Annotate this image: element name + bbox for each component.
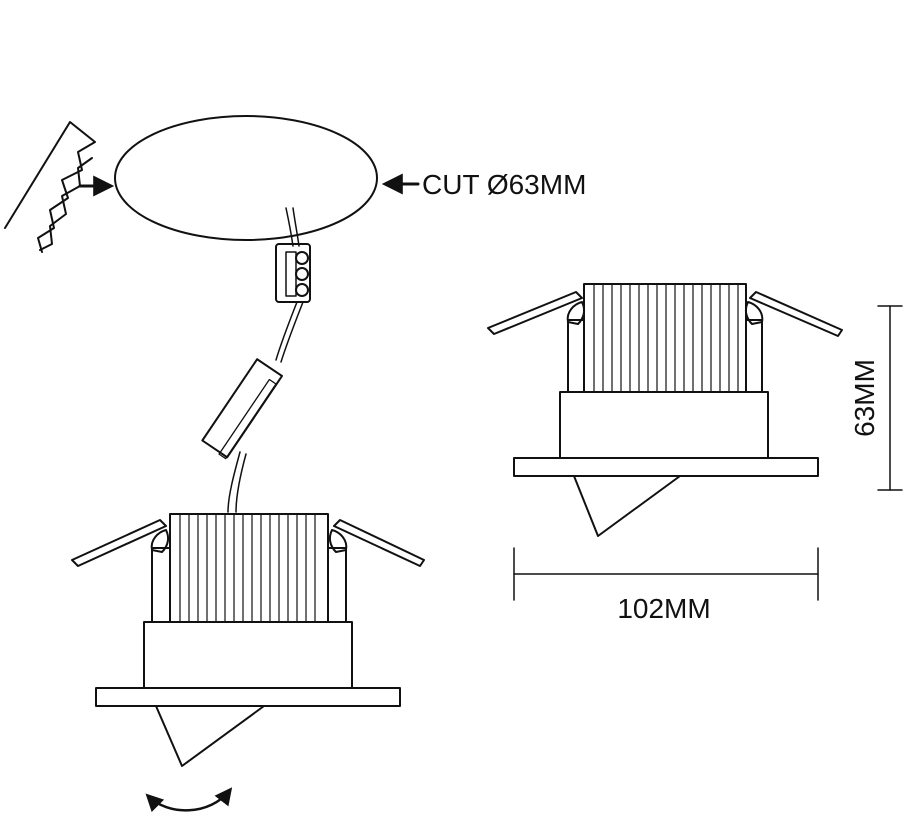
- height-dimension: [877, 305, 903, 491]
- width-dimension: [513, 547, 819, 601]
- wiring: [227, 207, 304, 513]
- rotate-arrow-icon: [145, 787, 233, 813]
- terminal-block: [275, 243, 311, 303]
- width-label: 102MM: [617, 593, 710, 624]
- height-label: 63MM: [849, 359, 880, 437]
- light-fixture-left: [71, 513, 425, 767]
- cut-size-label: CUT Ø63MM: [422, 169, 586, 200]
- cut-hole-ellipse: [114, 115, 378, 241]
- led-driver: [201, 358, 283, 460]
- ceiling-edge-icon: [4, 121, 96, 253]
- light-fixture-right: [487, 283, 843, 537]
